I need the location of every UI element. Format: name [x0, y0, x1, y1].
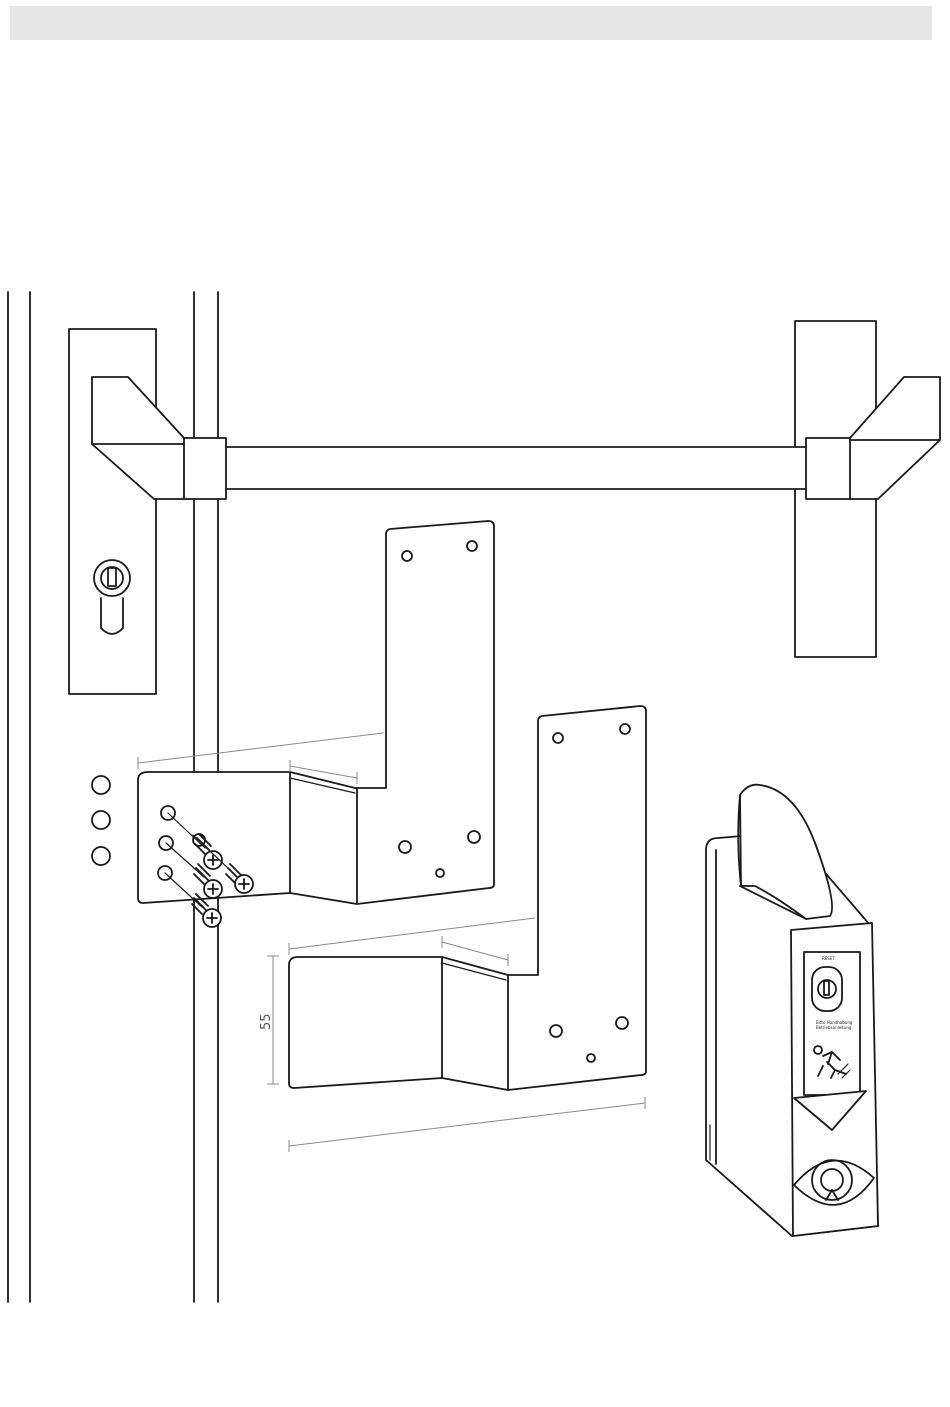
instruction-line-2: Betriebsanleitung [816, 1025, 852, 1030]
emergency-exit-device: RESET Bitte Handhabung Betriebsanleitung [706, 785, 878, 1236]
reset-label: RESET [822, 956, 835, 961]
upper-bracket [138, 521, 494, 904]
height-dimension-label: 55 [259, 1013, 274, 1030]
screw-hole-markers [92, 776, 110, 865]
